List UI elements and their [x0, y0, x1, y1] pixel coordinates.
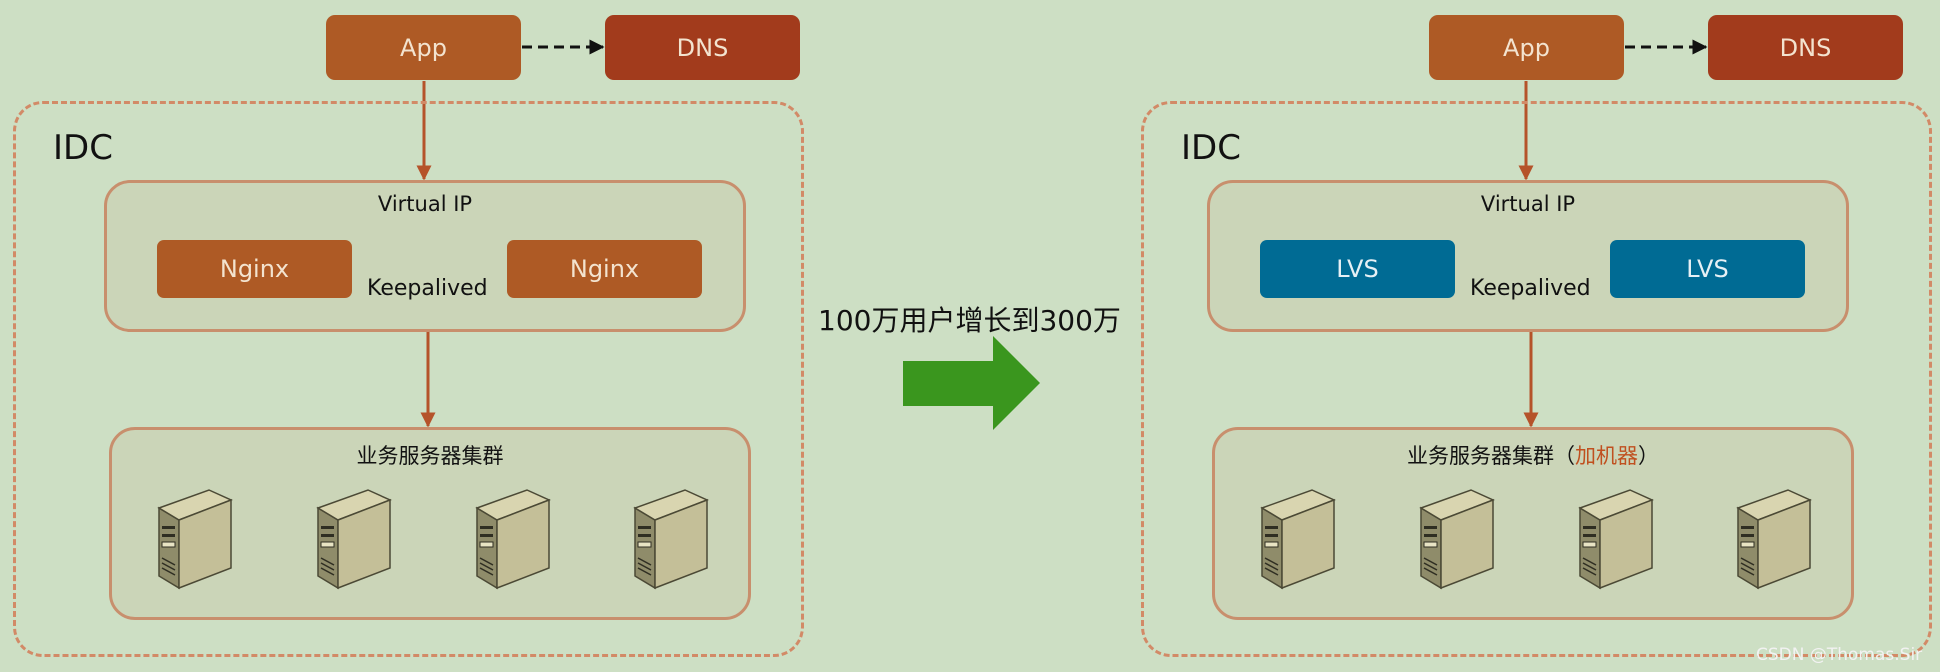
dns-node: DNS [605, 15, 800, 80]
server-tower-icon [157, 488, 235, 590]
app-node: App [326, 15, 521, 80]
virtual-ip-label: Virtual IP [1480, 192, 1576, 216]
lvs-node-right: LVS [1610, 240, 1805, 298]
server-tower-icon [633, 488, 711, 590]
idc-label: IDC [53, 128, 113, 168]
idc-label: IDC [1181, 128, 1241, 168]
nginx-node-left: Nginx [157, 240, 352, 298]
watermark: CSDN @Thomas.Sir [1756, 645, 1923, 665]
server-tower-icon [316, 488, 394, 590]
cluster-label-text: 业务服务器集群 [1407, 444, 1554, 468]
nginx-node-right: Nginx [507, 240, 702, 298]
keepalived-label: Keepalived [367, 276, 488, 301]
server-tower-icon [475, 488, 553, 590]
virtual-ip-label: Virtual IP [377, 192, 473, 216]
idc-frame [13, 101, 804, 657]
dns-node: DNS [1708, 15, 1903, 80]
cluster-note-close: ） [1638, 444, 1659, 468]
keepalived-label: Keepalived [1470, 276, 1591, 301]
idc-frame [1141, 101, 1932, 657]
right-arrow-icon [903, 336, 1040, 430]
cluster-note-open: （ [1554, 444, 1575, 468]
cluster-note-add-machines: 加机器 [1575, 444, 1638, 468]
lvs-node-left: LVS [1260, 240, 1455, 298]
app-node: App [1429, 15, 1624, 80]
transition-caption: 100万用户增长到300万 [818, 304, 1121, 337]
server-tower-icon [1736, 488, 1814, 590]
server-tower-icon [1260, 488, 1338, 590]
server-cluster-label: 业务服务器集群 [356, 444, 504, 468]
server-tower-icon [1419, 488, 1497, 590]
server-cluster-label: 业务服务器集群（加机器） [1215, 440, 1851, 470]
server-tower-icon [1578, 488, 1656, 590]
